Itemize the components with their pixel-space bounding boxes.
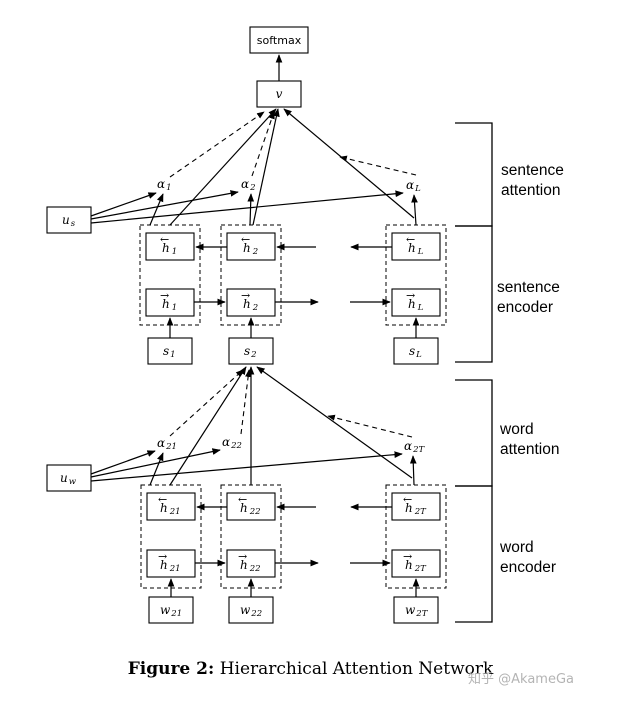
sent-forward-1 xyxy=(145,288,195,317)
sent-alpha-2: α2 xyxy=(241,177,256,193)
g1-to-v xyxy=(169,108,277,226)
uw-to-alpha21 xyxy=(90,450,156,475)
alpha2T-to-s2 xyxy=(327,414,413,438)
alpha2-to-v xyxy=(251,111,275,177)
figure-caption: Figure 2: Hierarchical Attention Network xyxy=(0,659,621,679)
sent-input-L xyxy=(393,337,439,365)
sent-forward-2 xyxy=(226,288,276,317)
alphaL-to-v xyxy=(339,155,417,176)
g2T-to-alpha2T xyxy=(409,455,417,486)
sent-backward-L xyxy=(391,232,441,261)
doc-vector-box xyxy=(256,80,302,108)
bracket-sentence-encoder xyxy=(455,225,493,363)
caption-label: Figure 2: xyxy=(127,659,215,679)
word-forward-2T xyxy=(391,549,441,578)
word-input-21-label: w21 xyxy=(160,603,182,619)
sent-alpha-1: α1 xyxy=(157,177,172,193)
sent-input-L-label: sL xyxy=(409,344,422,360)
bracket-word-attention xyxy=(455,379,493,487)
word-backward-2T xyxy=(391,492,441,521)
bracket-word-encoder xyxy=(455,485,493,623)
alpha1-to-v xyxy=(169,111,265,178)
sent-alpha-L: αL xyxy=(406,178,421,194)
caption-text: Hierarchical Attention Network xyxy=(219,659,494,679)
sent-context-box xyxy=(46,206,92,234)
g1-to-alpha1 xyxy=(149,193,164,226)
gL-to-v xyxy=(283,108,415,219)
watermark: 知乎 @AkameGa xyxy=(468,672,574,687)
word-context-box xyxy=(46,464,92,492)
softmax-label: softmax xyxy=(257,34,302,47)
g21-to-alpha21 xyxy=(149,452,164,486)
sent-forward-L xyxy=(391,288,441,317)
sent-input-2-label: s2 xyxy=(244,344,257,360)
word-input-22-label: w22 xyxy=(240,603,262,619)
uw-to-alpha22 xyxy=(90,448,221,478)
g21-to-s2 xyxy=(169,366,247,486)
word-forward-21 xyxy=(146,549,196,578)
sent-backward-2 xyxy=(226,232,276,261)
doc-vector-label: v xyxy=(276,87,283,101)
word-input-2T-label: w2T xyxy=(405,603,429,619)
g2T-to-s2 xyxy=(256,366,413,479)
sent-context-label: us xyxy=(62,213,76,229)
word-input-21 xyxy=(148,596,194,624)
arrow-left-glyph: ← xyxy=(160,233,169,246)
sent-input-2 xyxy=(228,337,274,365)
word-alpha-21: α21 xyxy=(157,436,177,452)
word-backward-22 xyxy=(226,492,276,521)
word-alpha-22: α22 xyxy=(222,435,242,451)
g2-to-v xyxy=(252,108,280,226)
word-backward-21 xyxy=(146,492,196,521)
sent-backward-1 xyxy=(145,232,195,261)
word-forward-22 xyxy=(226,549,276,578)
sent-input-1-label: s1 xyxy=(163,344,176,360)
word-alpha-2T: α2T xyxy=(404,439,426,455)
word-context-label: uw xyxy=(60,471,77,487)
gL-to-alphaL xyxy=(411,194,418,226)
us-to-alpha1 xyxy=(90,192,157,217)
g2-to-alpha2 xyxy=(247,193,255,226)
us-to-alpha2 xyxy=(90,190,239,220)
alpha22-to-s2 xyxy=(240,369,252,435)
softmax-box xyxy=(249,26,309,54)
alpha21-to-s2 xyxy=(169,369,244,437)
us-to-alphaL xyxy=(90,190,404,224)
bracket-sentence-attention xyxy=(455,122,493,227)
uw-to-alpha2T xyxy=(90,451,403,482)
